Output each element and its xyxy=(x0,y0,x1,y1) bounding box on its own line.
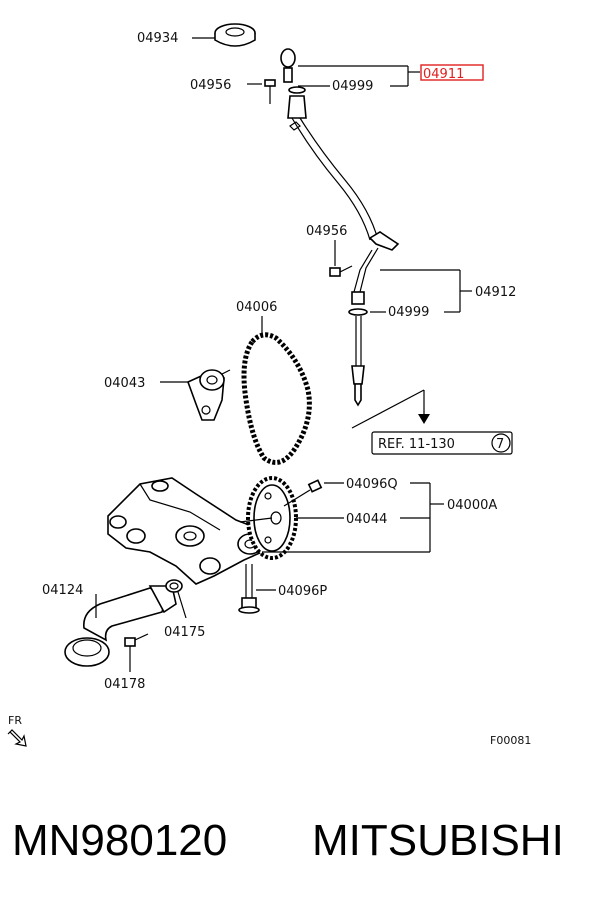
callout-04999-mid[interactable]: 04999 xyxy=(388,305,429,320)
part-number: MN980120 xyxy=(12,816,227,865)
bolt-part[interactable] xyxy=(264,79,276,104)
oil-strainer-part[interactable] xyxy=(64,585,177,667)
callout-04912[interactable]: 04912 xyxy=(475,285,516,300)
sprocket-part[interactable] xyxy=(239,476,298,560)
gasket-part[interactable] xyxy=(165,579,183,593)
oil-pump-body-part[interactable] xyxy=(107,477,263,585)
bolt-04096p-part[interactable] xyxy=(238,564,260,614)
front-arrow-icon xyxy=(7,729,27,747)
callout-04006[interactable]: 04006 xyxy=(236,300,277,315)
callout-04124[interactable]: 04124 xyxy=(42,583,83,598)
front-direction-label: FR xyxy=(8,714,22,727)
bolt-04178-part[interactable] xyxy=(124,633,149,647)
ref-circle-number: 7 xyxy=(496,437,504,452)
figure-code: F00081 xyxy=(490,734,531,747)
oil-cap-part[interactable] xyxy=(214,23,256,47)
callout-04096q[interactable]: 04096Q xyxy=(346,477,398,492)
callout-04934[interactable]: 04934 xyxy=(137,31,178,46)
callout-04044[interactable]: 04044 xyxy=(346,512,387,527)
callout-04096p[interactable]: 04096P xyxy=(278,584,327,599)
callout-04178[interactable]: 04178 xyxy=(104,677,145,692)
bolt-mid-part[interactable] xyxy=(329,265,353,277)
callout-04999-top[interactable]: 04999 xyxy=(332,79,373,94)
callout-04000a[interactable]: 04000A xyxy=(447,498,497,513)
callout-04911[interactable]: 04911 xyxy=(423,67,464,82)
timing-chain-part[interactable] xyxy=(241,332,312,465)
dipstick-tube-part[interactable] xyxy=(348,231,400,407)
callout-04956-mid[interactable]: 04956 xyxy=(306,224,347,239)
callout-04956-top[interactable]: 04956 xyxy=(190,78,231,93)
bolt-04096q-part[interactable] xyxy=(283,479,323,507)
callout-04175[interactable]: 04175 xyxy=(164,625,205,640)
dipstick-part[interactable] xyxy=(280,48,379,241)
highlight-box xyxy=(420,64,484,81)
tensioner-part[interactable] xyxy=(186,369,231,421)
callout-04043[interactable]: 04043 xyxy=(104,376,145,391)
ref-label[interactable]: REF. 11-130 xyxy=(378,437,455,452)
brand-name: MITSUBISHI xyxy=(312,816,564,865)
